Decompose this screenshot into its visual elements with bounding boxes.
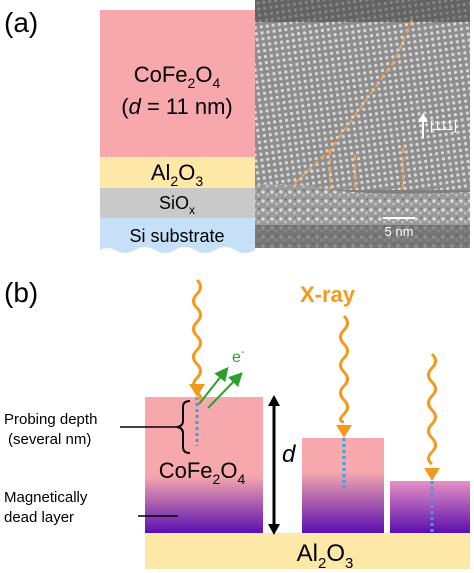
siox-layer (100, 188, 255, 218)
panel-a-label: (a) (4, 7, 38, 38)
al2o3-layer (100, 157, 255, 188)
cofe2o4-film-label: CoFe2O4 (159, 458, 246, 487)
xray-arrowhead (189, 384, 205, 397)
thickness-arrowhead-top (268, 395, 280, 406)
al2o3-substrate (145, 533, 470, 569)
grain-boundary-line (294, 19, 413, 184)
tem-image: [111] 5 nm (255, 0, 470, 248)
probing-depth-sublabel: (several nm) (8, 431, 91, 448)
direction-label: [111] (430, 118, 457, 133)
panel-b-label: (b) (4, 277, 38, 308)
probing-depth-label: Probing depth (4, 411, 97, 428)
dead-layer-label: Magnetically (4, 489, 88, 506)
scale-bar-label: 5 nm (385, 224, 414, 239)
xray-arrow (427, 352, 437, 466)
siox-label: SiOx (159, 193, 195, 217)
al2o3-substrate-label: Al2O3 (297, 540, 354, 572)
electron-arrow (207, 372, 243, 409)
al2o3-label: Al2O3 (151, 160, 203, 189)
si-substrate-layer (100, 218, 255, 253)
xray-arrow (192, 278, 202, 400)
thickness-arrowhead-bottom (268, 524, 280, 535)
xray-label: X-ray (300, 282, 356, 307)
film-block-thin (390, 481, 470, 533)
electron-arrow (198, 366, 229, 405)
thickness-symbol: d (282, 441, 296, 468)
si-substrate-label: Si substrate (129, 226, 224, 246)
electron-label: e- (232, 346, 245, 366)
xray-arrowhead (336, 425, 352, 438)
cofe2o4-label: CoFe2O4 (134, 62, 221, 91)
direction-arrowhead (418, 113, 428, 122)
xray-arrow (339, 314, 349, 424)
cofe2o4-layer (100, 10, 255, 157)
dead-layer-sublabel: dead layer (4, 509, 74, 526)
xray-arrowhead (424, 468, 440, 481)
film-block-thick (145, 397, 263, 533)
thickness-label: (d = 11 nm) (121, 94, 233, 119)
film-block-medium (302, 438, 384, 533)
